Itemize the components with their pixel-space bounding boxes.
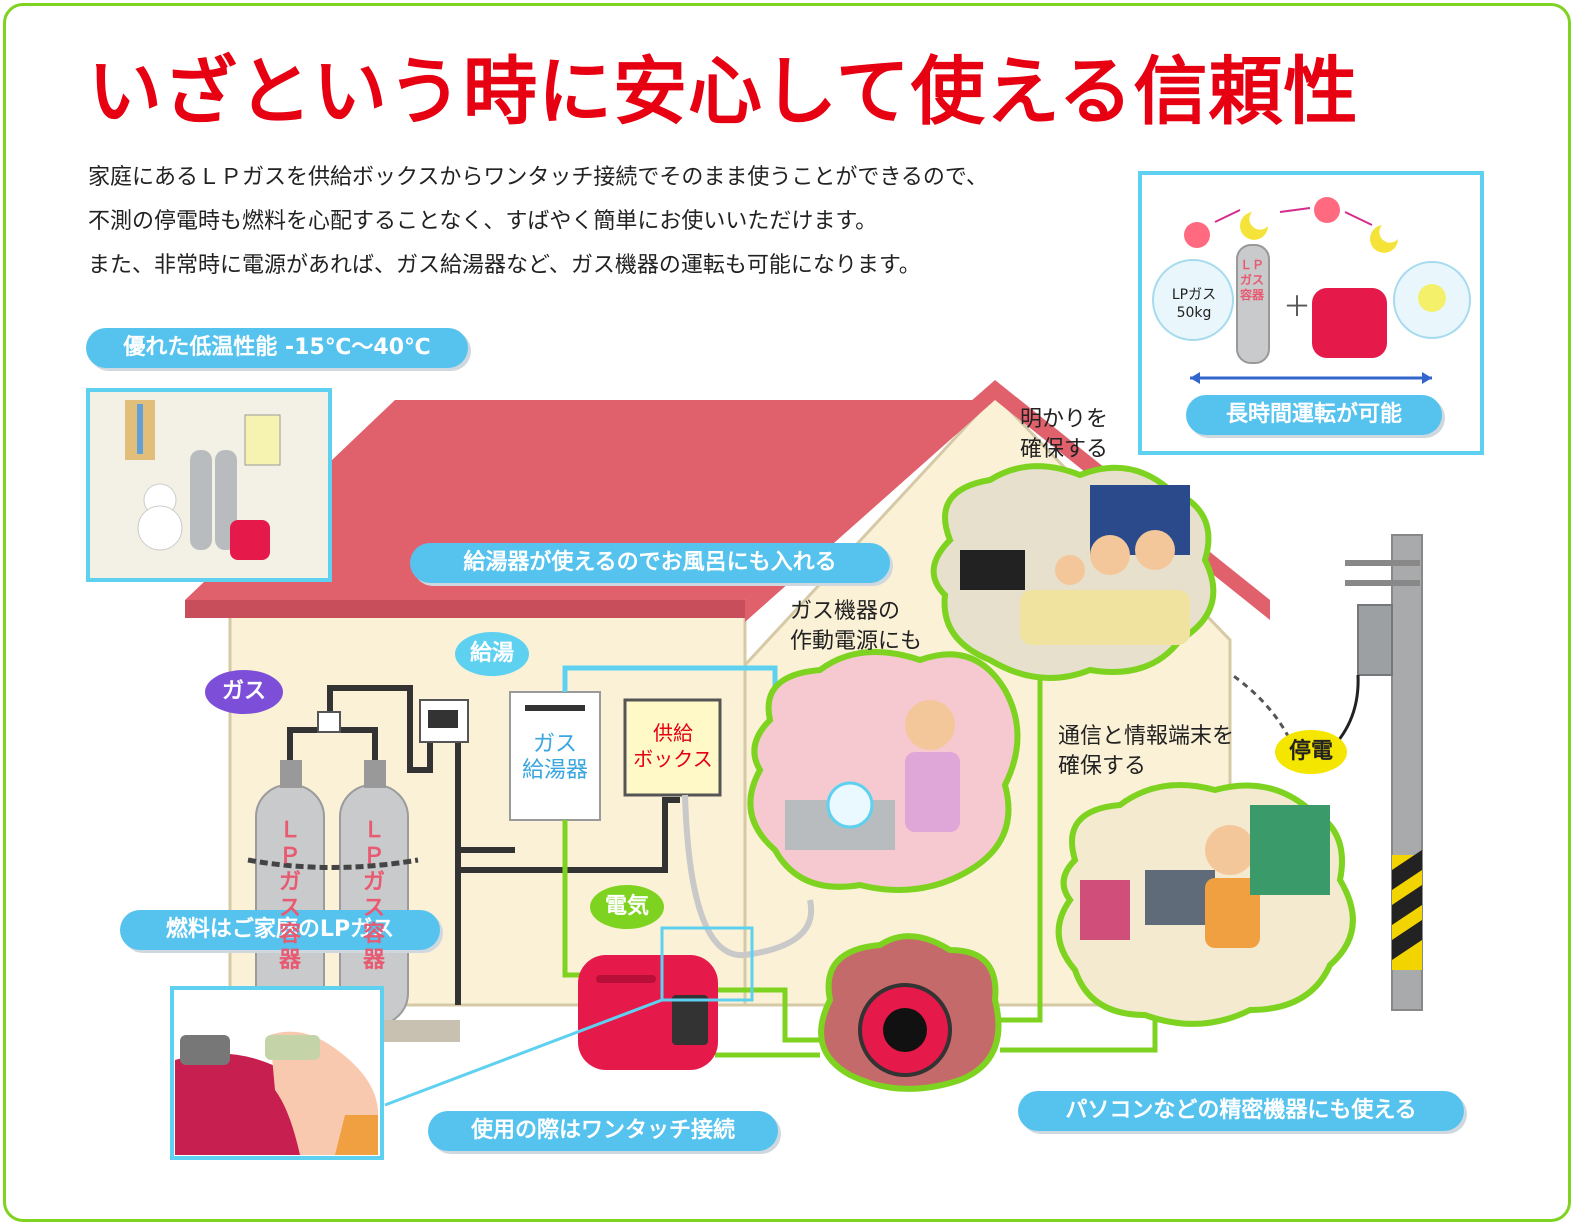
lp-bubble-text: LPガス 50kg bbox=[1171, 287, 1217, 321]
cord-reel-scene bbox=[818, 933, 1002, 1092]
label-one-touch: 使用の際はワンタッチ接続 bbox=[428, 1111, 778, 1151]
label-fuel: 燃料はご家庭のLPガス bbox=[120, 910, 440, 950]
intro-line-3: また、非常時に電源があれば、ガス給湯器など、ガス機器の運転も可能になります。 bbox=[88, 253, 921, 278]
utility-pole bbox=[1224, 534, 1423, 1011]
note-comm: 通信と情報端末を 確保する bbox=[1058, 724, 1235, 779]
low-temp-inset bbox=[86, 388, 332, 582]
label-low-temp: 優れた低温性能 -15℃～40℃ bbox=[86, 328, 468, 368]
label-long-run: 長時間運転が可能 bbox=[1186, 395, 1442, 435]
gas-water-heater bbox=[509, 691, 601, 821]
bubble-blackout: 停電 bbox=[1275, 730, 1347, 774]
page-frame bbox=[3, 3, 1571, 1222]
intro-line-1: 家庭にあるＬＰガスを供給ボックスからワンタッチ接続でそのまま使うことができるので… bbox=[88, 165, 989, 190]
pole-warning-stripes bbox=[1392, 850, 1422, 970]
bubble-gas: ガス bbox=[205, 670, 283, 714]
label-bath: 給湯器が使えるのでお風呂にも入れる bbox=[410, 543, 890, 583]
living-room-scene bbox=[930, 463, 1217, 681]
intro-line-2: 不測の停電時も燃料を心配することなく、すばやく簡単にお使いいただけます。 bbox=[88, 209, 878, 234]
bubble-electric: 電気 bbox=[590, 885, 664, 929]
inset-cylinder-label: ＬＰガス容器 bbox=[1240, 258, 1265, 302]
intro-text: 家庭にあるＬＰガスを供給ボックスからワンタッチ接続でそのまま使うことができるので… bbox=[88, 164, 1148, 296]
label-pc: パソコンなどの精密機器にも使える bbox=[1018, 1091, 1464, 1131]
note-gas-devices: ガス機器の 作動電源にも bbox=[790, 599, 923, 654]
note-light: 明かりを 確保する bbox=[1020, 407, 1109, 462]
one-touch-inset bbox=[170, 986, 384, 1160]
study-scene bbox=[1055, 782, 1356, 1027]
supply-box-label: 供給 ボックス bbox=[633, 721, 713, 771]
bubble-hot-water: 給湯 bbox=[455, 632, 529, 676]
water-heater-label: ガス 給湯器 bbox=[521, 732, 588, 783]
cylinder-right-label: ＬＰガス容器 bbox=[362, 818, 385, 973]
supply-box bbox=[623, 698, 722, 797]
kitchen-scene bbox=[747, 649, 1021, 893]
generator bbox=[578, 955, 718, 1070]
cylinder-left-label: ＬＰガス容器 bbox=[278, 818, 301, 973]
plus-sign: ＋ bbox=[1283, 290, 1312, 323]
lp-cylinder-right bbox=[339, 760, 409, 1026]
page-title: いざという時に安心して使える信頼性 bbox=[88, 49, 1359, 135]
